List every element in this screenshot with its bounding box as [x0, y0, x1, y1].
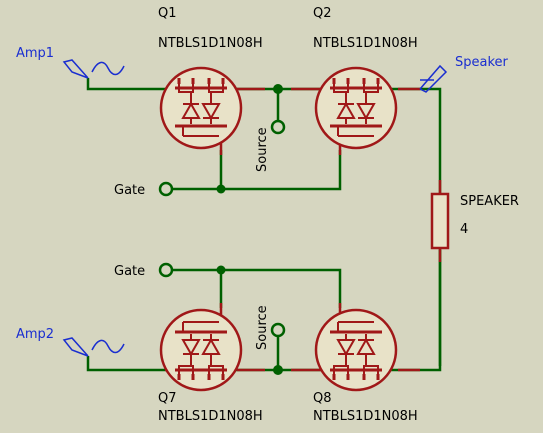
speaker-resistor-body: [430, 192, 450, 250]
source-bottom-label: Source: [255, 305, 270, 350]
q7-ref-label: Q7: [158, 391, 177, 406]
amp2-terminal-icon[interactable]: [62, 337, 125, 357]
amp1-terminal-icon[interactable]: [62, 59, 125, 79]
amp2-label: Amp2: [16, 327, 54, 342]
mosfet-q8-symbol[interactable]: [314, 308, 398, 392]
junction-dot: [273, 84, 283, 94]
speaker-output-label: Speaker: [455, 55, 509, 70]
q1-part-label: NTBLS1D1N08H: [158, 36, 263, 51]
mosfet-q2-symbol[interactable]: [314, 66, 398, 150]
wire-gate-bottom: [166, 268, 342, 308]
open-terminals: [158, 119, 286, 338]
speaker-output-terminal-icon[interactable]: [419, 64, 448, 93]
gate-bottom-terminal-icon[interactable]: [158, 262, 174, 278]
source-top-label: Source: [255, 127, 270, 172]
q2-ref-label: Q2: [313, 6, 332, 21]
mosfet-q7-symbol[interactable]: [159, 308, 243, 392]
junction-dot: [273, 365, 283, 375]
source-bottom-terminal-icon[interactable]: [270, 322, 286, 338]
wire-gate-top: [166, 150, 342, 191]
speaker-component[interactable]: [430, 180, 450, 262]
gate-bottom-label: Gate: [114, 264, 145, 279]
junctions: [216, 84, 283, 375]
q2-part-label: NTBLS1D1N08H: [313, 36, 418, 51]
gate-top-terminal-icon[interactable]: [158, 181, 174, 197]
q1-ref-label: Q1: [158, 6, 177, 21]
speaker-ref-label: SPEAKER: [460, 194, 519, 209]
amp1-label: Amp1: [16, 46, 54, 61]
q7-part-label: NTBLS1D1N08H: [158, 409, 263, 424]
mosfet-q1-symbol[interactable]: [159, 66, 243, 150]
pin-stubs: [165, 87, 420, 372]
gate-top-label: Gate: [114, 183, 145, 198]
speaker-value-label: 4: [460, 222, 468, 237]
source-top-terminal-icon[interactable]: [270, 119, 286, 135]
junction-dot: [216, 184, 226, 194]
q8-ref-label: Q8: [313, 391, 332, 406]
q8-part-label: NTBLS1D1N08H: [313, 409, 418, 424]
junction-dot: [216, 265, 226, 275]
